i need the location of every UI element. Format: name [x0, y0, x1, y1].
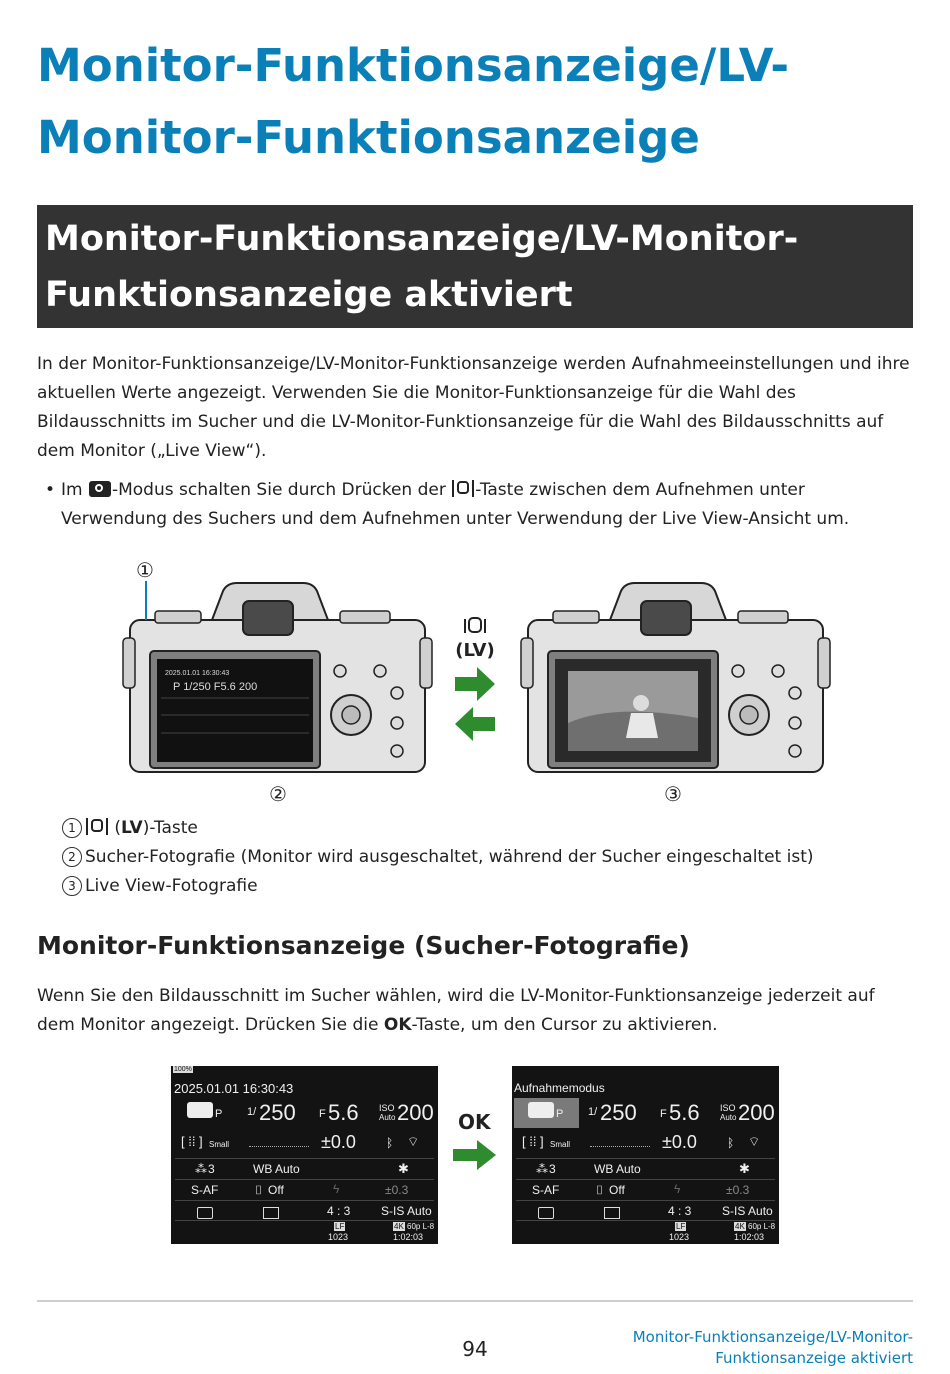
iso-value: 200 [738, 1100, 775, 1125]
gear-icon: ✱ [398, 1161, 409, 1176]
white-balance: WB Auto [594, 1162, 641, 1176]
section-banner: Monitor-Funktionsanzeige/LV-Monitor-Funk… [37, 205, 913, 328]
white-balance: WB Auto [253, 1162, 300, 1176]
image-stabilizer: S-IS Auto [722, 1204, 773, 1218]
video-badge: 4K [734, 1222, 746, 1231]
battery-indicator: 100% [173, 1066, 193, 1073]
size-bracket-icon: [ ⁞⁞ ] [522, 1134, 544, 1149]
metering-icon [197, 1207, 213, 1219]
image-mode-icon [604, 1207, 620, 1219]
camera-icon [88, 481, 111, 497]
camera-back-viewfinder: 2025.01.01 16:30:43 P 1/250 F5.6 200 [122, 581, 433, 773]
datetime: 2025.01.01 16:30:43 [174, 1081, 294, 1096]
iso-value: 200 [397, 1100, 434, 1125]
subsection-title: Monitor-Funktionsanzeige (Sucher-Fotogra… [37, 931, 690, 960]
gear-icon: ✱ [739, 1161, 750, 1176]
bullet-dot: • [45, 480, 56, 500]
mini-exposure-row: P 1/250 F5.6 200 [173, 681, 257, 693]
control-panel-screen: 100% 2025.01.01 16:30:43 P 1/ 250 F 5.6 … [171, 1066, 438, 1244]
bluetooth-icon: ᛒ [386, 1136, 394, 1150]
aspect-ratio: 4 : 3 [668, 1204, 692, 1218]
camera-illustration: 2025.01.01 16:30:43 P 1/250 F5.6 200 ① ②… [122, 558, 831, 806]
exposure-scale [590, 1140, 650, 1147]
size-bracket-icon: [ ⁞⁞ ] [181, 1134, 203, 1149]
flash-icon: ϟ [674, 1182, 681, 1196]
exposure-compensation: ±0.0 [321, 1132, 356, 1152]
lv-button-symbol [464, 617, 486, 633]
record-time: 1:02:03 [734, 1232, 765, 1242]
aspect-ratio: 4 : 3 [327, 1204, 351, 1218]
page-number: 94 [462, 1337, 488, 1361]
image-mode-icon [263, 1207, 279, 1219]
aperture: 5.6 [669, 1100, 700, 1125]
intro-paragraph: In der Monitor-Funktionsanzeige/LV-Monit… [37, 354, 910, 461]
control-panel-screen-active: Aufnahmemodus P 1/ 250 F 5.6 ISO Auto 20… [512, 1066, 779, 1244]
ok-label: OK [458, 1110, 491, 1134]
mini-datetime: 2025.01.01 16:30:43 [165, 670, 229, 677]
shutter-speed: 250 [259, 1100, 296, 1125]
remaining-shots: 1023 [328, 1232, 349, 1242]
metering-icon [538, 1207, 554, 1219]
footer-divider [37, 1300, 913, 1302]
record-time: 1:02:03 [393, 1232, 424, 1242]
lv-label: (LV) [455, 640, 494, 661]
callout-2: ② [269, 782, 287, 806]
lv-button-icon [452, 480, 475, 497]
lv-button-icon [86, 818, 108, 835]
image-stabilizer: S-IS Auto [381, 1204, 432, 1218]
shutter-speed: 250 [600, 1100, 637, 1125]
selected-setting-label: Aufnahmemodus [514, 1081, 605, 1095]
page-title: Monitor-Funktionsanzeige/LV-Monitor-Funk… [37, 39, 790, 164]
legend-item-1: 1 (LV)-Taste [62, 814, 882, 843]
bullet-item: • Im -Modus schalten Sie durch Drücken d… [45, 476, 905, 534]
af-mode: S-AF [191, 1183, 219, 1197]
arrow-right-icon [455, 667, 495, 701]
wifi-icon: ⌔ [748, 1134, 761, 1149]
face-detect-icon: ⌷ [255, 1183, 263, 1197]
exposure-compensation: ±0.0 [662, 1132, 697, 1152]
face-detect-icon: ⌷ [596, 1183, 604, 1197]
flash-compensation: ±0.3 [726, 1183, 750, 1197]
arrow-right-icon [453, 1140, 496, 1170]
bluetooth-icon: ᛒ [727, 1136, 735, 1150]
callout-3: ③ [664, 782, 682, 806]
shooting-mode-icon [528, 1102, 554, 1118]
quality-badge: LF [675, 1222, 687, 1231]
quality-badge: LF [334, 1222, 346, 1231]
remaining-shots: 1023 [669, 1232, 690, 1242]
wifi-icon: ⌔ [407, 1134, 420, 1149]
shooting-mode-icon [187, 1102, 213, 1118]
af-mode: S-AF [532, 1183, 560, 1197]
camera-back-liveview [520, 582, 831, 773]
callout-1: ① [136, 558, 154, 582]
drive-icon: ⁂ [536, 1162, 548, 1176]
flash-icon: ϟ [333, 1182, 340, 1196]
subsection-paragraph: Wenn Sie den Bildausschnitt im Sucher wä… [37, 986, 875, 1035]
footer-section-link[interactable]: Monitor-Funktionsanzeige/LV-Monitor- Fun… [632, 1328, 913, 1367]
exposure-scale [249, 1140, 309, 1147]
video-badge: 4K [393, 1222, 405, 1231]
flash-compensation: ±0.3 [385, 1183, 409, 1197]
drive-icon: ⁂ [195, 1162, 207, 1176]
arrow-left-icon [455, 707, 495, 741]
bullet-text: Im -Modus schalten Sie durch Drücken der… [61, 480, 850, 529]
aperture: 5.6 [328, 1100, 359, 1125]
